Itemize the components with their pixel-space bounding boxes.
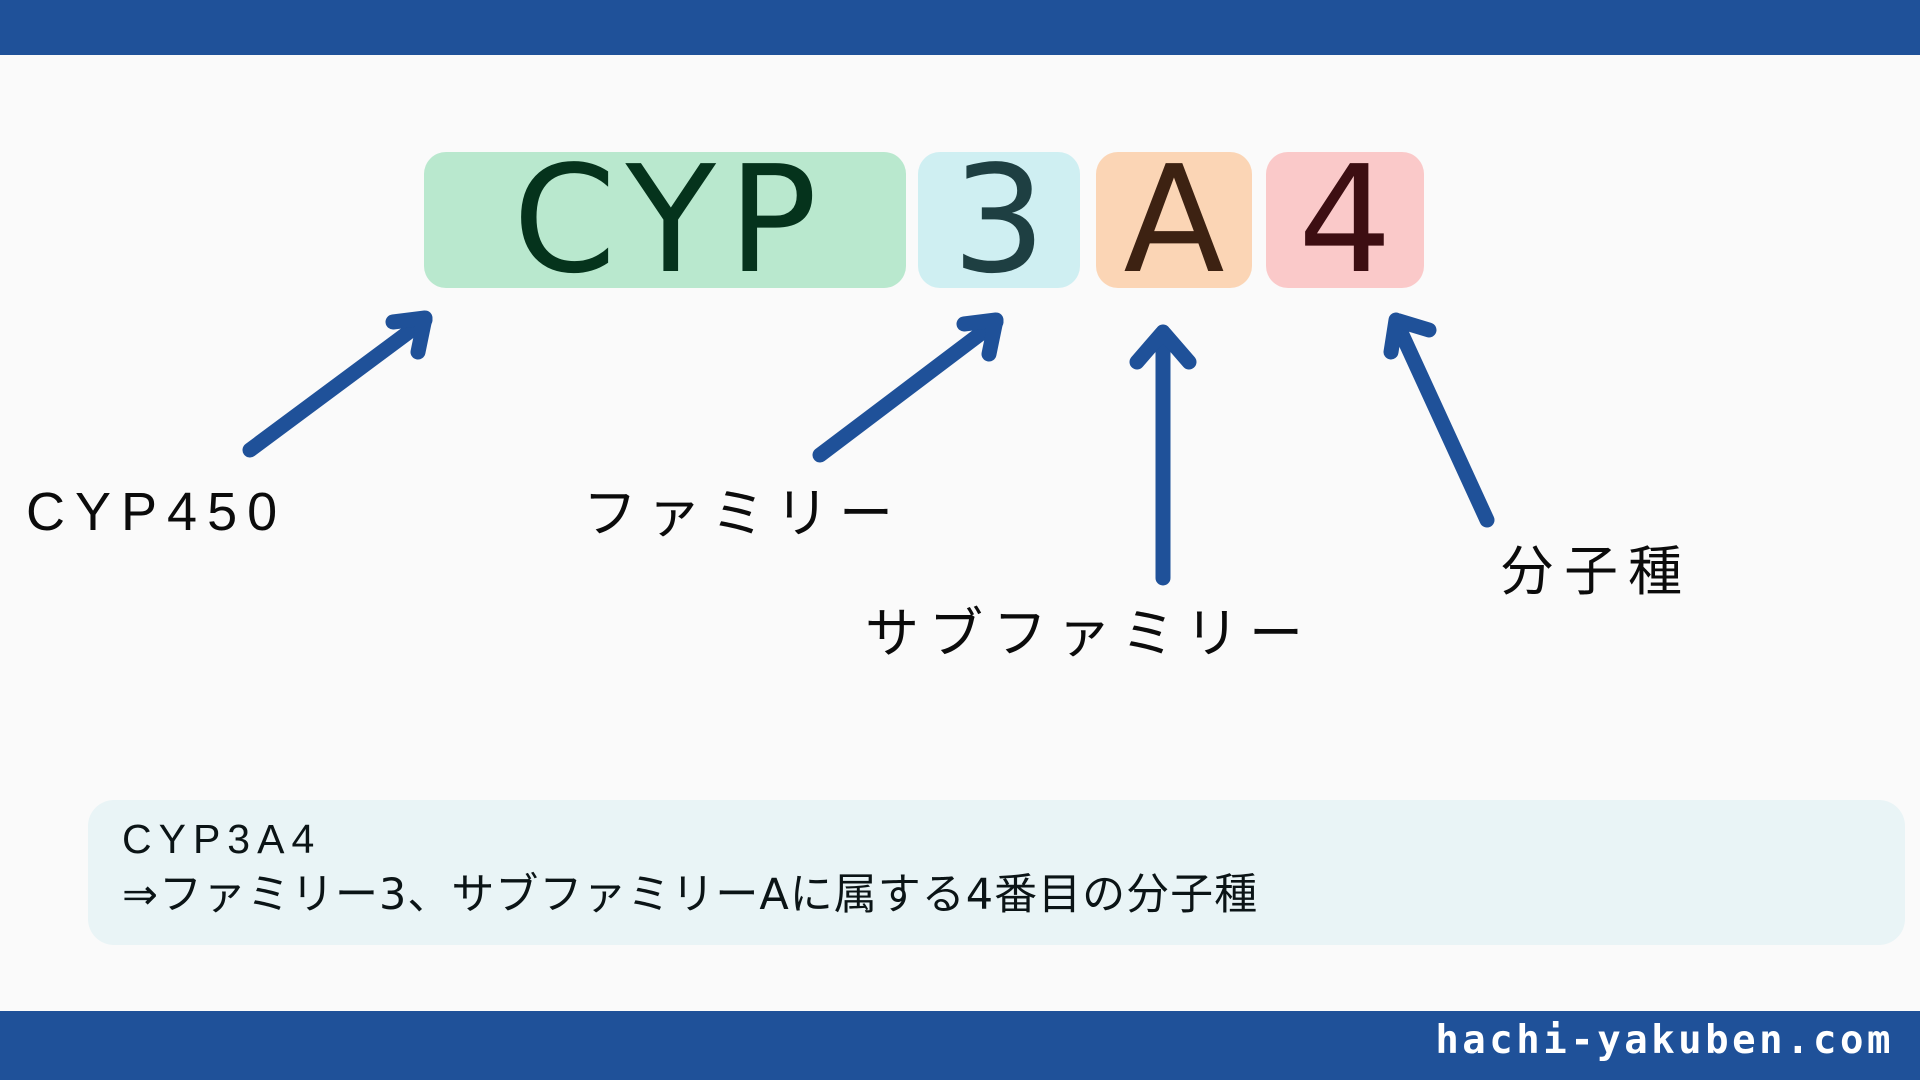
top-brand-band	[0, 0, 1920, 55]
headline-cyp3a4: CYP 3 A 4	[424, 146, 1424, 294]
headline-chip-molecular-number: 4	[1266, 146, 1424, 294]
annotation-label-family: ファミリー	[583, 482, 903, 545]
annotation-label-cyp450: CYP450	[26, 482, 288, 542]
headline-chip-cyp: CYP	[424, 146, 906, 294]
summary-term: CYP3A4	[122, 816, 322, 862]
arrow-to-family-chip	[812, 312, 1004, 463]
annotation-label-molecular: 分子種	[1500, 540, 1692, 603]
site-url-label: hachi-yakuben.com	[1435, 1018, 1894, 1063]
headline-chip-family-number: 3	[918, 146, 1080, 294]
bottom-brand-band	[0, 1011, 1920, 1080]
headline-chip-subfamily-letter: A	[1096, 146, 1252, 294]
summary-description: ⇒ファミリー3、サブファミリーAに属する4番目の分子種	[122, 870, 1259, 921]
arrow-to-cyp-chip	[242, 310, 433, 458]
annotation-label-subfamily: サブファミリー	[865, 602, 1313, 665]
arrow-to-subfamily-chip	[1129, 324, 1197, 586]
arrow-to-molecular-chip	[1383, 312, 1495, 528]
summary-callout: CYP3A4 ⇒ファミリー3、サブファミリーAに属する4番目の分子種	[88, 800, 1905, 945]
